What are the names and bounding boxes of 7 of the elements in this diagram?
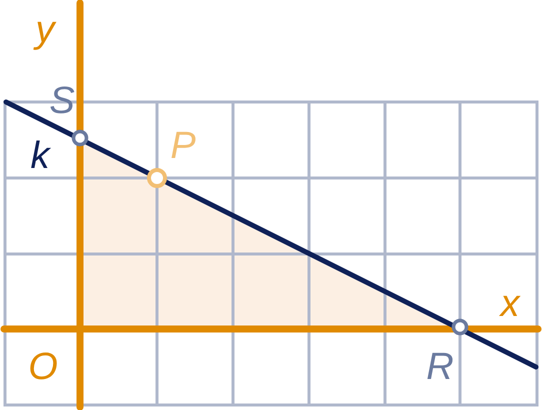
axis-label: y — [36, 11, 54, 49]
origin-label: O — [28, 348, 58, 386]
axis-label: x — [500, 285, 520, 323]
point-label: R — [426, 348, 454, 386]
point-label: S — [49, 82, 75, 120]
point-label: P — [170, 127, 196, 165]
line-label: k — [30, 137, 50, 175]
